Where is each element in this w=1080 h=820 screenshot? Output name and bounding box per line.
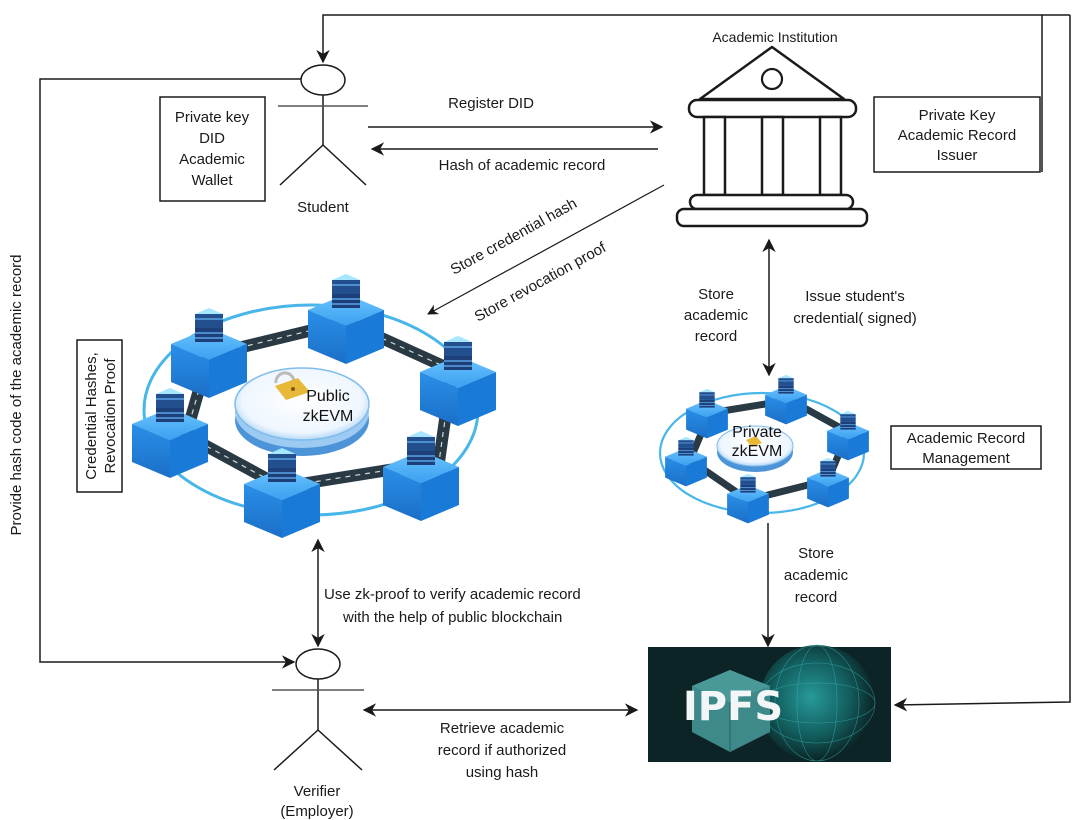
verifier-label-line2: (Employer) — [280, 803, 353, 820]
wallet-line: Academic — [179, 151, 245, 168]
ipfs-label: IPFS — [683, 684, 783, 730]
edge-provide-hash: Provide hash code of the academic record — [8, 78, 301, 669]
provide-hash-label: Provide hash code of the academic record — [8, 255, 25, 536]
wallet-line: DID — [199, 130, 225, 147]
public-zkevm-network: Public zkEVM — [131, 273, 497, 539]
ipfs-storage-image: IPFS — [648, 644, 891, 762]
register-did-label: Register DID — [448, 95, 534, 112]
student-head — [300, 64, 346, 96]
public-zkevm-line2: zkEVM — [303, 408, 354, 425]
edge-institution-private: Store academic record Issue student's cr… — [684, 238, 917, 377]
edge-public-verifier: Use zk-proof to verify academic record w… — [311, 538, 581, 648]
issuer-line: Issuer — [937, 147, 978, 164]
zk-verify-line: Use zk-proof to verify academic record — [324, 586, 581, 603]
store-record-1-line: academic — [684, 307, 749, 324]
credential-hashes-box: Credential Hashes, Revocation Proof — [76, 339, 123, 493]
edge-store-credential: Store credential hash Store revocation p… — [427, 184, 665, 325]
blockchain-node-icon — [419, 335, 497, 427]
store-record-1-line: record — [695, 328, 738, 345]
store-record-2-line: academic — [784, 567, 849, 584]
padlock-icon — [746, 436, 762, 447]
blockchain-node-icon — [382, 430, 460, 522]
issuer-line: Academic Record — [898, 127, 1016, 144]
verifier-head — [295, 648, 341, 680]
blockchain-node-icon — [685, 388, 729, 439]
private-zkevm-network: Private zkEVM — [658, 374, 870, 524]
wallet-line: Wallet — [191, 172, 233, 189]
student-wallet-box: Private key DID Academic Wallet — [159, 96, 266, 202]
private-zkevm-line1: Private — [732, 424, 782, 441]
blockchain-node-icon — [170, 307, 248, 399]
padlock-icon — [274, 371, 310, 400]
private-zkevm-line2: zkEVM — [732, 443, 783, 460]
edge-private-to-ipfs: Store academic record — [761, 523, 849, 648]
hash-of-record-label: Hash of academic record — [439, 157, 606, 174]
edge-to-ipfs-right — [893, 14, 1071, 712]
blockchain-node-icon — [664, 436, 708, 487]
issuer-box: Private Key Academic Record Issuer — [873, 96, 1041, 173]
credential-hashes-line: Credential Hashes, — [83, 352, 100, 480]
credential-hashes-line: Revocation Proof — [102, 358, 119, 474]
wallet-line: Private key — [175, 109, 250, 126]
blockchain-node-icon — [307, 273, 385, 365]
institution-label: Academic Institution — [712, 29, 837, 45]
retrieve-record-line: using hash — [466, 764, 539, 781]
student-label: Student — [297, 199, 350, 216]
edge-institution-to-student-loop — [316, 14, 1043, 172]
retrieve-record-line: Retrieve academic — [440, 720, 565, 737]
blockchain-node-icon — [726, 473, 770, 524]
issuer-line: Private Key — [919, 107, 996, 124]
blockchain-node-icon — [764, 374, 808, 425]
blockchain-node-icon — [826, 410, 870, 461]
record-mgmt-line: Management — [922, 450, 1010, 467]
public-zkevm-line1: Public — [306, 388, 350, 405]
edge-hash-of-record: Hash of academic record — [370, 142, 658, 174]
issue-credential-line: Issue student's — [805, 288, 905, 305]
zk-verify-line: with the help of public blockchain — [342, 609, 562, 626]
student-actor: Student — [278, 64, 368, 216]
record-management-box: Academic Record Management — [890, 425, 1042, 470]
store-record-2-line: Store — [798, 545, 834, 562]
blockchain-node-icon — [243, 447, 321, 539]
institution-building-icon: Academic Institution — [675, 29, 869, 228]
edge-verifier-ipfs: Retrieve academic record if authorized u… — [362, 703, 639, 781]
verifier-actor: Verifier (Employer) — [272, 648, 364, 820]
verifier-label-line1: Verifier — [294, 783, 341, 800]
record-mgmt-line: Academic Record — [907, 430, 1025, 447]
retrieve-record-line: record if authorized — [438, 742, 566, 759]
edge-register-did: Register DID — [368, 95, 664, 134]
issue-credential-line: credential( signed) — [793, 310, 916, 327]
blockchain-node-icon — [806, 457, 850, 508]
store-record-1-line: Store — [698, 286, 734, 303]
store-record-2-line: record — [795, 589, 838, 606]
